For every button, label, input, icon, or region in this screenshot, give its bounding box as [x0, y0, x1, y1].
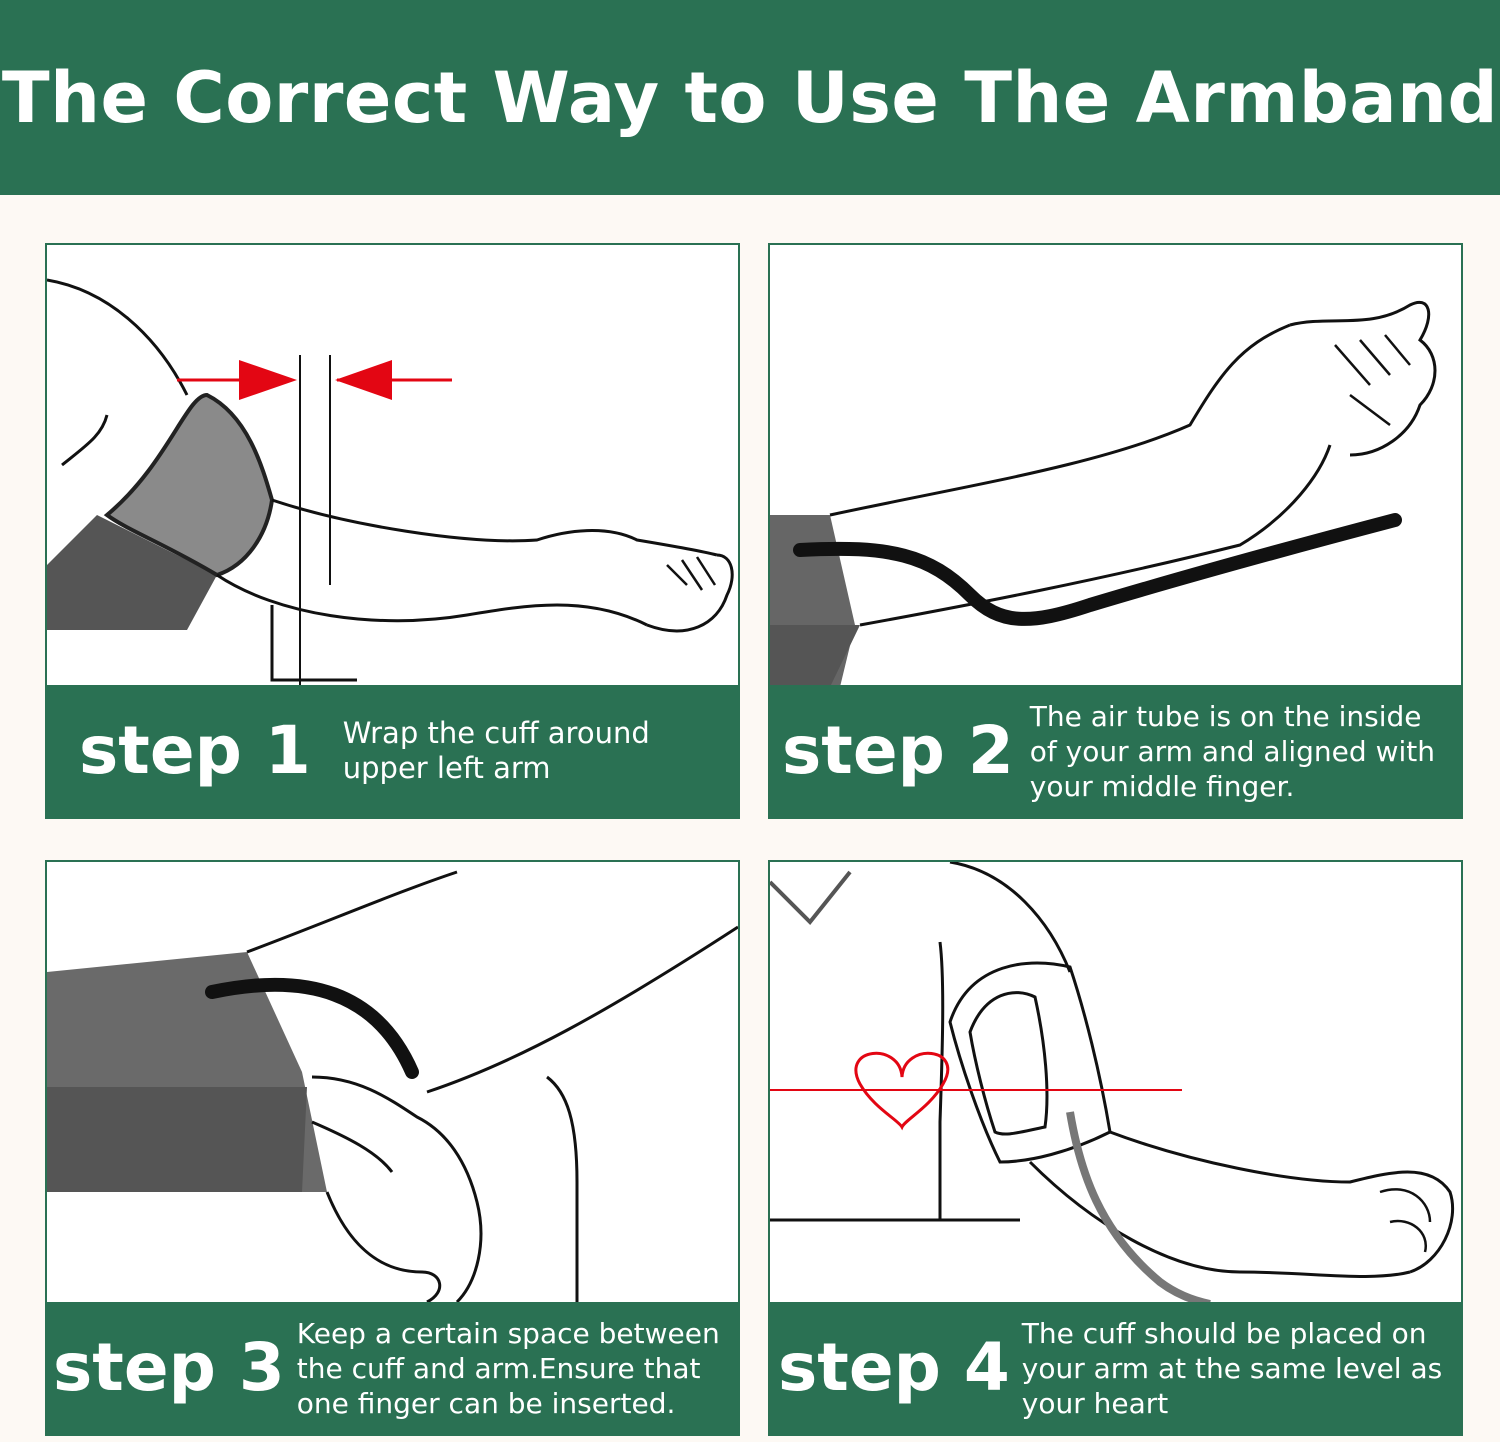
step-4-text: The cuff should be placed on your arm at…: [1021, 1316, 1443, 1420]
step-3-label: step 3: [53, 1329, 285, 1406]
step-1-label: step 1: [79, 712, 311, 789]
step-4-label: step 4: [778, 1329, 1010, 1406]
step-4-banner: step 4 The cuff should be placed on your…: [770, 1302, 1461, 1434]
header-banner: The Correct Way to Use The Armband: [0, 0, 1500, 195]
step-card-4: step 4 The cuff should be placed on your…: [768, 860, 1463, 1436]
step-2-banner: step 2 The air tube is on the inside of …: [770, 685, 1461, 817]
step-4-illustration: [770, 862, 1455, 1304]
step-card-2: step 2 The air tube is on the inside of …: [768, 243, 1463, 819]
step-card-3: step 3 Keep a certain space between the …: [45, 860, 740, 1436]
step-3-illustration: [47, 870, 738, 1304]
step-2-illustration: [770, 301, 1437, 687]
step-2-text: The air tube is on the inside of your ar…: [1029, 699, 1435, 803]
step-1-text: Wrap the cuff around upper left arm: [342, 716, 650, 785]
step-2-label: step 2: [782, 712, 1014, 789]
step-1-illustration: [47, 278, 734, 685]
step-1-banner: step 1 Wrap the cuff around upper left a…: [47, 685, 738, 817]
page-title: The Correct Way to Use The Armband: [1, 56, 1499, 139]
step-card-1: step 1 Wrap the cuff around upper left a…: [45, 243, 740, 819]
step-3-banner: step 3 Keep a certain space between the …: [47, 1302, 738, 1434]
step-3-text: Keep a certain space between the cuff an…: [296, 1316, 720, 1420]
